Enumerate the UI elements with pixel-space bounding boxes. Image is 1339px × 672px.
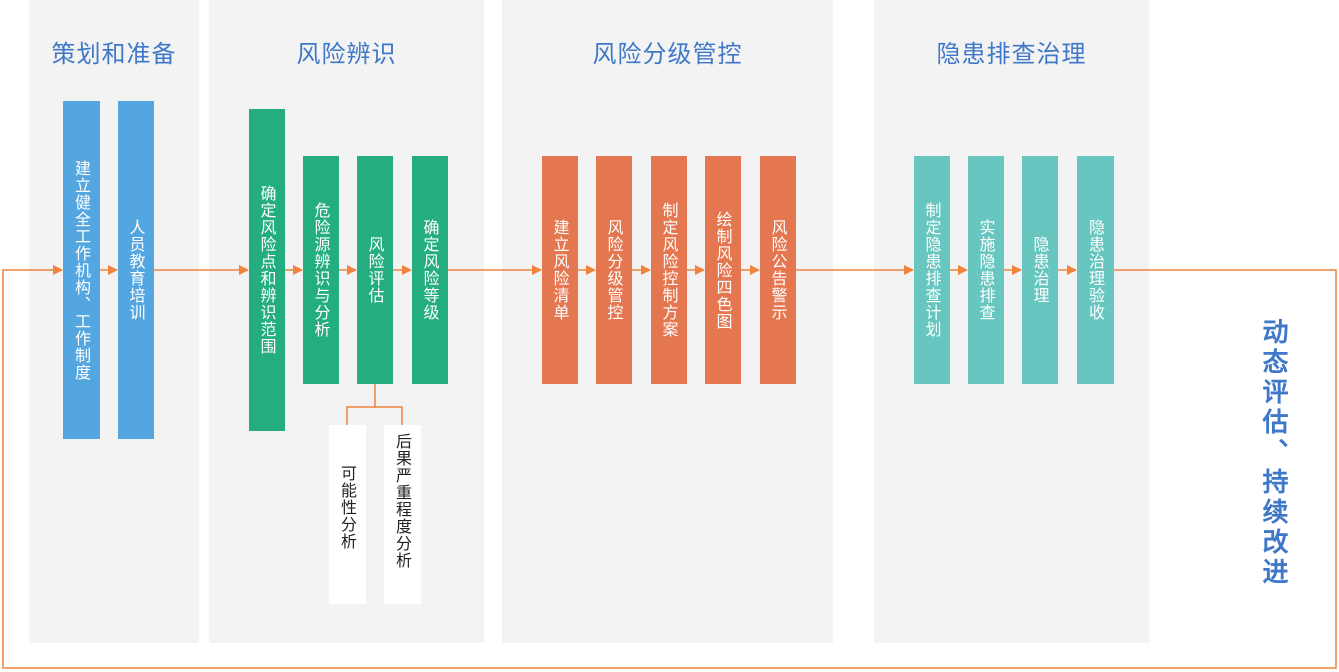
box-label: 人员教育培训 — [126, 219, 146, 321]
box-hazard-identification: 危险源辨识与分析 — [303, 156, 339, 384]
panel-title-control: 风险分级管控 — [592, 40, 743, 68]
box-conduct-inspection: 实施隐患排查 — [968, 156, 1004, 384]
box-determine-risk-points: 确定风险点和辨识范围 — [249, 109, 285, 431]
box-label: 风险公告警示 — [768, 219, 788, 321]
feedback-loop-line — [2, 269, 1337, 669]
box-risk-list: 建立风险清单 — [542, 156, 578, 384]
box-establish-organization: 建立健全工作机构、工作制度 — [63, 101, 100, 439]
box-label: 后果严重程度分析 — [393, 433, 412, 569]
box-label: 建立健全工作机构、工作制度 — [72, 159, 91, 381]
continuous-improvement-label: 动态评估、持续改进 — [1258, 318, 1288, 588]
box-risk-level: 确定风险等级 — [412, 156, 448, 384]
panel-planning: 策划和准备 — [29, 0, 199, 643]
box-risk-notice: 风险公告警示 — [760, 156, 796, 384]
box-risk-assessment: 风险评估 — [357, 156, 393, 384]
box-personnel-training: 人员教育培训 — [118, 101, 154, 439]
box-label: 风险评估 — [365, 236, 385, 304]
box-treatment-acceptance: 隐患治理验收 — [1077, 156, 1114, 384]
assessment-bracket-right — [375, 406, 403, 425]
box-likelihood-analysis: 可能性分析 — [329, 425, 366, 604]
box-control-plan: 制定风险控制方案 — [651, 156, 687, 384]
panel-title-planning: 策划和准备 — [51, 40, 177, 68]
panel-title-hazard: 隐患排查治理 — [936, 40, 1087, 68]
box-label: 危险源辨识与分析 — [311, 202, 331, 338]
panel-title-identification: 风险辨识 — [296, 40, 397, 68]
box-four-color-map: 绘制风险四色图 — [705, 156, 741, 384]
box-label: 可能性分析 — [338, 465, 357, 550]
box-label: 实施隐患排查 — [976, 219, 996, 321]
box-hazard-treatment: 隐患治理 — [1022, 156, 1058, 384]
box-label: 风险分级管控 — [604, 219, 624, 321]
box-label: 绘制风险四色图 — [713, 210, 733, 330]
box-risk-classification: 风险分级管控 — [596, 156, 632, 384]
box-label: 隐患治理 — [1030, 236, 1050, 304]
box-inspection-plan: 制定隐患排查计划 — [914, 156, 950, 384]
box-label: 确定风险点和辨识范围 — [257, 185, 277, 355]
box-severity-analysis: 后果严重程度分析 — [384, 425, 421, 604]
assessment-bracket — [346, 384, 376, 425]
box-label: 制定隐患排查计划 — [922, 202, 942, 338]
box-label: 制定风险控制方案 — [659, 202, 679, 338]
box-label: 隐患治理验收 — [1086, 219, 1105, 321]
box-label: 确定风险等级 — [420, 219, 440, 321]
box-label: 建立风险清单 — [550, 219, 570, 321]
